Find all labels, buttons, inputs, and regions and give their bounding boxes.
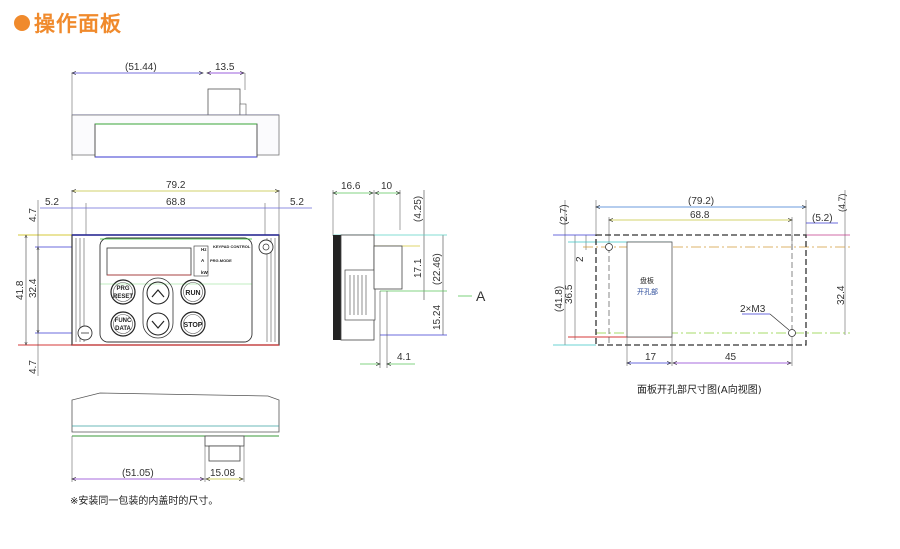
view-a-marker: A <box>476 288 486 304</box>
cutout-dim-inner: 68.8 <box>690 210 710 221</box>
front-dim-left-margin: 5.2 <box>45 197 59 208</box>
indicator-kw: kW <box>201 270 209 275</box>
bottom-dim-right: 15.08 <box>210 468 235 479</box>
bullet-icon <box>14 15 30 31</box>
cutout-dim-width: (79.2) <box>688 196 714 207</box>
keypad-control-label: KEYPAD CONTROL <box>213 244 251 249</box>
top-dim-right: 13.5 <box>215 62 235 73</box>
side-dim-upper-total: (22.46) <box>432 253 443 285</box>
screw-hole-icon <box>605 243 613 251</box>
stop-button[interactable]: STOP <box>180 311 206 337</box>
bottom-view: (51.05) 15.08 ※安装同一包装的内盖时的尺寸。 <box>70 392 280 507</box>
prg-label: PRG <box>116 286 129 292</box>
chevron-up-icon <box>151 289 165 298</box>
bottom-dim-left: (51.05) <box>122 468 154 479</box>
cutout-view: (79.2) 68.8 (5.2) (2.7) (4.7) 2 (41.8) 3… <box>553 190 850 396</box>
front-dim-bottom-offset: 4.7 <box>28 360 39 374</box>
run-button[interactable]: RUN <box>180 279 206 305</box>
front-dim-right-margin: 5.2 <box>290 197 304 208</box>
front-view: 79.2 68.8 5.2 5.2 41.8 32.4 4.7 4.7 <box>15 180 312 376</box>
up-button[interactable] <box>146 281 170 305</box>
front-dim-height: 41.8 <box>15 280 26 300</box>
down-button[interactable] <box>146 312 170 336</box>
side-dim-a: 16.6 <box>341 181 361 192</box>
side-dim-top: (4.25) <box>413 196 424 222</box>
bottom-note: ※安装同一包装的内盖时的尺寸。 <box>70 494 218 507</box>
cutout-label-2: 开孔部 <box>637 287 658 296</box>
screw-hole-icon <box>788 329 796 337</box>
data-label: DATA <box>115 326 131 332</box>
cutout-dim-cut-width: 17 <box>645 352 657 363</box>
run-label: RUN <box>185 290 200 297</box>
stop-label: STOP <box>184 322 203 329</box>
top-dim-left: (51.44) <box>125 62 157 73</box>
page-title-text: 操作面板 <box>34 12 122 36</box>
front-dim-width: 79.2 <box>166 180 186 191</box>
cutout-dim-top-left: (2.7) <box>559 204 570 225</box>
cutout-dim-hole-offset: 2 <box>575 256 586 262</box>
prg-mode-label: PRG.MODE <box>210 258 232 263</box>
cutout-caption: 面板开孔部尺寸图(A向视图) <box>637 383 762 396</box>
cutout-dim-cut-height: 36.5 <box>564 284 575 304</box>
cutout-dim-height: (41.8) <box>554 286 565 312</box>
screw-label: 2×M3 <box>740 304 766 315</box>
indicator-hz: Hz <box>201 247 207 252</box>
reset-label: RESET <box>113 294 133 300</box>
cutout-dim-hole-pitch: 32.4 <box>836 285 847 305</box>
func-label: FUNC <box>115 318 132 324</box>
prg-reset-button[interactable]: PRG RESET <box>110 279 136 305</box>
indicator-a: A <box>201 258 205 263</box>
side-dim-upper: 17.1 <box>413 258 424 278</box>
cutout-dim-top-right: (4.7) <box>837 193 847 212</box>
front-dim-hole-pitch: 32.4 <box>28 278 39 298</box>
page-title: 操作面板 <box>14 8 122 38</box>
front-dim-inner: 68.8 <box>166 197 186 208</box>
cutout-dim-hole-distance: 45 <box>725 352 737 363</box>
side-dim-lower: 15.24 <box>432 305 443 330</box>
cutout-label-1: 盘板 <box>640 276 654 285</box>
front-dim-top-offset: 4.7 <box>28 208 39 222</box>
side-dim-b: 10 <box>381 181 393 192</box>
cutout-dim-right-margin: (5.2) <box>812 213 833 224</box>
side-view: 16.6 10 (4.25) 17.1 (22.46) 15.24 4.1 A <box>333 181 486 368</box>
func-data-button[interactable]: FUNC DATA <box>110 311 136 337</box>
top-view: (51.44) 13.5 <box>72 62 280 160</box>
side-dim-bottom-gap: 4.1 <box>397 352 411 363</box>
chevron-down-icon <box>151 320 165 329</box>
